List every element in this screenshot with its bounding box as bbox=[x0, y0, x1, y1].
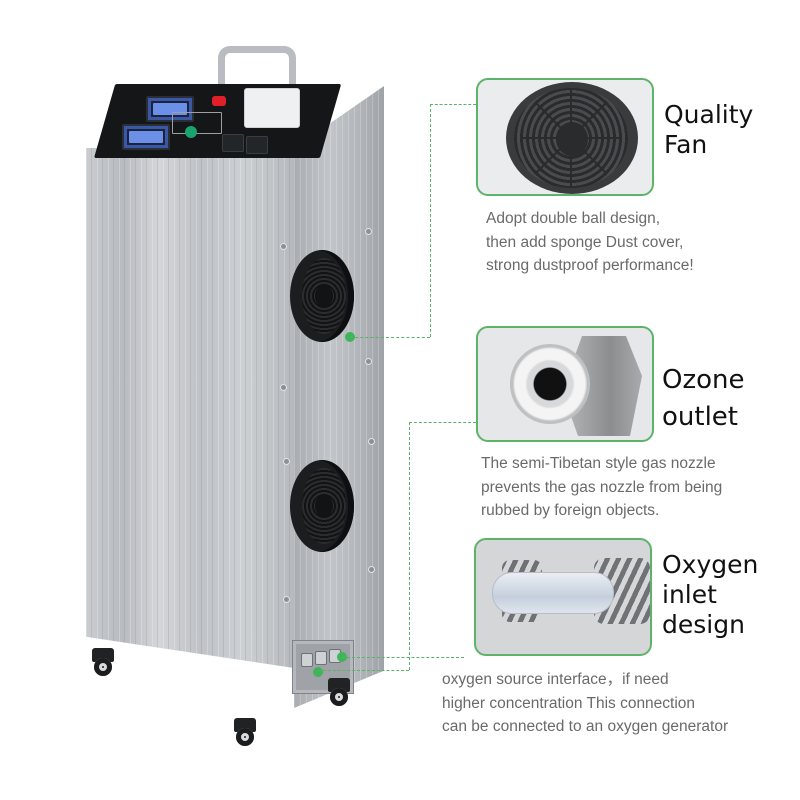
leader-line bbox=[409, 422, 410, 670]
title-line: outlet bbox=[662, 402, 738, 432]
description-line: The semi-Tibetan style gas nozzle bbox=[481, 455, 716, 472]
timer-controller bbox=[244, 88, 300, 128]
title-line: Oxygen bbox=[662, 550, 759, 579]
leader-line bbox=[342, 657, 464, 658]
fan-lower-icon bbox=[290, 460, 354, 552]
fitting bbox=[315, 651, 327, 665]
screw-icon bbox=[283, 458, 290, 465]
description-line: higher concentration This connection bbox=[442, 694, 696, 712]
callout-title: Oxygen inlet design bbox=[662, 550, 758, 640]
machine-front-panel bbox=[86, 148, 294, 668]
brushed-steel-texture bbox=[294, 86, 384, 708]
leader-line bbox=[350, 337, 430, 338]
fan-detail-photo bbox=[476, 78, 654, 196]
description-line: can be connected to an oxygen generator bbox=[442, 718, 729, 735]
description-line: Adopt double ball design, bbox=[486, 210, 661, 227]
description-line: rubbed by foreign objects. bbox=[481, 502, 660, 519]
silicone-tube-icon bbox=[492, 572, 614, 614]
screw-icon bbox=[365, 358, 372, 365]
caster-wheel-icon bbox=[90, 648, 116, 678]
leader-line bbox=[318, 670, 409, 671]
callout-title: Ozone outlet bbox=[662, 362, 745, 436]
title-line: Fan bbox=[664, 130, 708, 159]
fan-upper-icon bbox=[290, 250, 354, 342]
title-line: design bbox=[662, 610, 745, 639]
inlet-detail-photo bbox=[474, 538, 652, 656]
ozone-outlet-fitting bbox=[301, 653, 313, 667]
fan-hub bbox=[556, 122, 588, 156]
callout-description: The semi-Tibetan style gas nozzle preven… bbox=[481, 452, 722, 523]
lcd-screen bbox=[129, 131, 163, 143]
callout-title: Quality Fan bbox=[664, 100, 753, 160]
carry-handle bbox=[218, 46, 296, 92]
caster-wheel bbox=[330, 688, 348, 706]
screw-icon bbox=[368, 438, 375, 445]
screw-icon bbox=[368, 566, 375, 573]
rocker-switch-right bbox=[246, 136, 268, 154]
leader-line bbox=[430, 104, 431, 337]
title-line: Ozone bbox=[662, 365, 745, 395]
description-line: strong dustproof performance! bbox=[486, 257, 694, 274]
caster-wheel bbox=[94, 658, 112, 676]
screw-icon bbox=[280, 384, 287, 391]
screw-icon bbox=[283, 596, 290, 603]
leader-line bbox=[409, 422, 476, 423]
title-line: Quality bbox=[664, 100, 754, 129]
fan-hub bbox=[315, 495, 333, 517]
rocker-switch-left bbox=[222, 134, 244, 152]
nozzle-icon bbox=[510, 344, 590, 424]
screw-icon bbox=[365, 228, 372, 235]
description-line: prevents the gas nozzle from being bbox=[481, 478, 723, 496]
marker-dot-icon bbox=[313, 667, 323, 677]
power-indicator-button bbox=[212, 96, 226, 106]
warning-label-plate bbox=[172, 112, 222, 134]
description-line: oxygen source interface，if need bbox=[442, 671, 669, 688]
screw-icon bbox=[280, 243, 287, 250]
title-line: inlet bbox=[662, 580, 717, 609]
description-line: then add sponge Dust cover, bbox=[486, 233, 684, 251]
ozone-generator-machine bbox=[86, 46, 384, 748]
caster-wheel-icon bbox=[326, 678, 352, 708]
caster-wheel-icon bbox=[232, 718, 258, 748]
work-indicator-button bbox=[185, 126, 197, 138]
outlet-detail-photo bbox=[476, 326, 654, 442]
fan-hub bbox=[315, 285, 333, 307]
callout-description: oxygen source interface，if need higher c… bbox=[442, 668, 728, 739]
machine-side-panel bbox=[294, 86, 384, 708]
brushed-steel-texture bbox=[86, 148, 294, 668]
caster-wheel bbox=[236, 728, 254, 746]
display-meter-bottom bbox=[122, 124, 170, 150]
callout-description: Adopt double ball design, then add spong… bbox=[486, 207, 694, 278]
leader-line bbox=[430, 104, 476, 105]
